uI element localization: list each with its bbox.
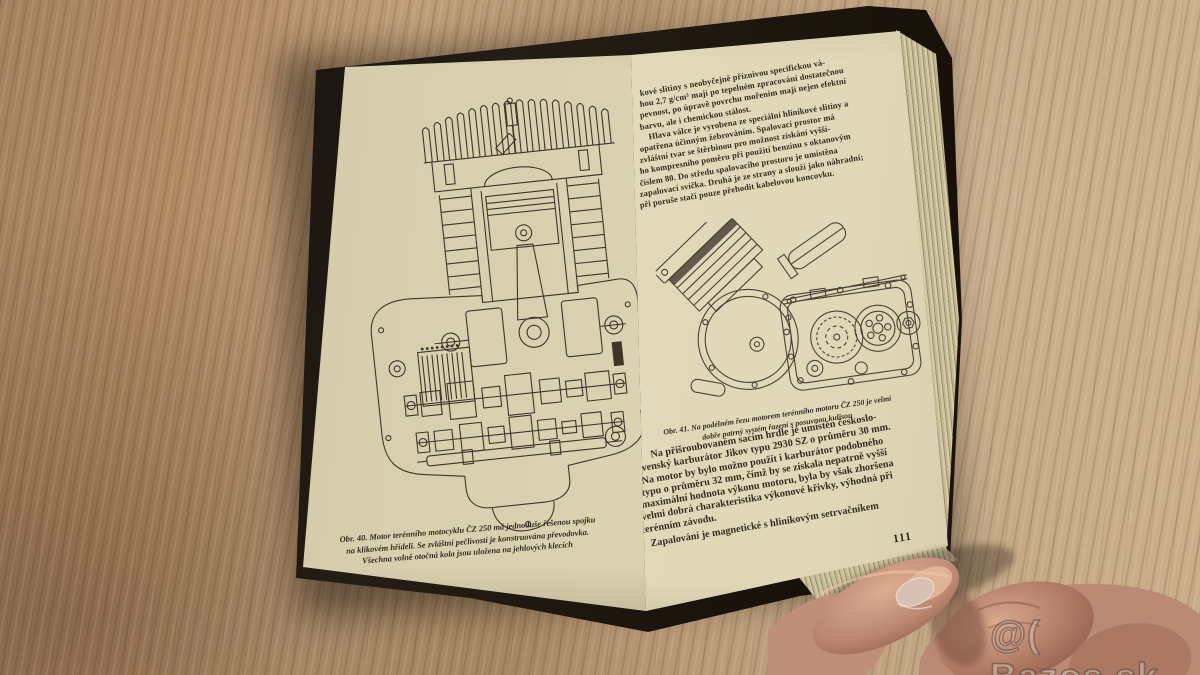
paragraph-1: kové slitiny s neobyčejně příznivou spec…: [639, 57, 867, 211]
figure-40-drawing: [334, 82, 646, 567]
thumb-nail: [895, 577, 935, 607]
bazos-watermark: @( Bazos.sk: [989, 613, 1158, 675]
middle-finger: [1068, 623, 1192, 675]
hand-holding-book: [749, 532, 1200, 675]
figure-41-drawing: [650, 195, 932, 438]
figure-40-caption: Obr. 40. Motor terénního motocyklu ČZ 25…: [318, 515, 618, 571]
